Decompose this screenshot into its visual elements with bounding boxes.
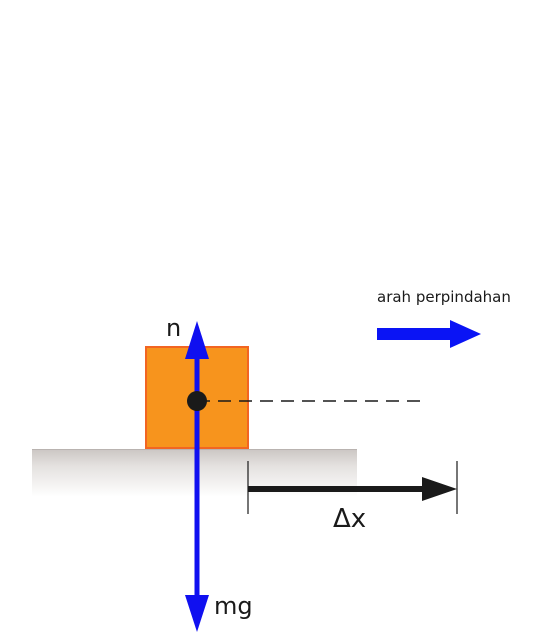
direction-arrow [377, 320, 481, 348]
displacement-label: Δx [333, 504, 366, 534]
weight-arrow [185, 401, 209, 632]
weight-label: mg [214, 592, 253, 620]
center-of-mass-dot [187, 391, 207, 411]
displacement-arrow [247, 461, 458, 514]
normal-force-label: n [166, 314, 181, 342]
direction-caption: arah perpindahan [377, 288, 511, 306]
